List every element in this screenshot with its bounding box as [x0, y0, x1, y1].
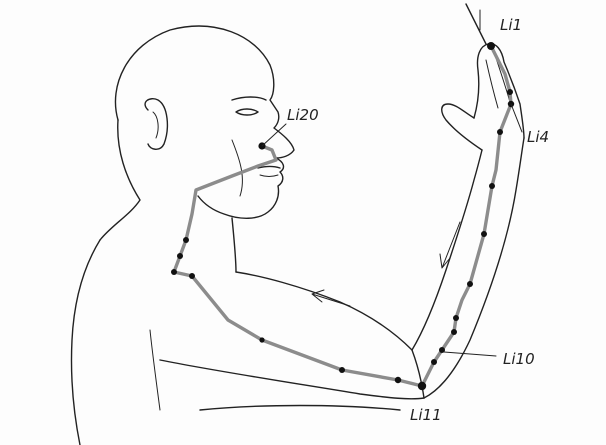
body-lower — [200, 406, 400, 411]
acupoint — [451, 329, 457, 335]
needle-icon — [466, 4, 486, 44]
acupoint — [171, 269, 177, 275]
ear-outline — [145, 99, 167, 150]
eye — [236, 109, 258, 115]
upper-arm-bottom — [160, 360, 424, 399]
leader-li10 — [444, 352, 496, 356]
chest-line — [150, 330, 160, 410]
mouth — [258, 167, 280, 169]
acupoint — [431, 359, 437, 365]
head-outline — [115, 26, 294, 158]
forearm-inner — [412, 150, 482, 350]
cheek-line — [232, 140, 242, 196]
ear-inner — [153, 112, 158, 138]
label-li1: Li1 — [500, 16, 522, 34]
acupoint — [507, 89, 513, 95]
acupoint-li11 — [418, 382, 426, 390]
label-li10: Li10 — [503, 350, 535, 368]
acupoint-li1 — [487, 42, 495, 50]
elbow-outline — [412, 350, 424, 398]
neck-front — [232, 218, 236, 272]
acupoint — [481, 231, 487, 237]
lip — [260, 175, 278, 177]
neck-back — [100, 120, 140, 240]
label-li4: Li4 — [527, 128, 549, 146]
acupoint — [453, 315, 459, 321]
arrow-down-icon — [440, 222, 460, 268]
label-li11: Li11 — [410, 406, 442, 424]
acupoint — [259, 337, 264, 342]
body-outline — [71, 4, 524, 445]
acupoint — [497, 129, 503, 135]
acupoint — [467, 281, 473, 287]
acupoint — [183, 237, 189, 243]
acupoint — [395, 377, 401, 383]
acupoint — [177, 253, 183, 259]
label-li20: Li20 — [287, 106, 319, 124]
brow — [232, 97, 266, 100]
acupoint — [339, 367, 345, 373]
shoulder-back — [71, 240, 100, 445]
acupoint — [189, 273, 195, 279]
acupoint — [489, 183, 495, 189]
palm-outline — [474, 44, 524, 138]
meridian-line — [174, 46, 511, 386]
